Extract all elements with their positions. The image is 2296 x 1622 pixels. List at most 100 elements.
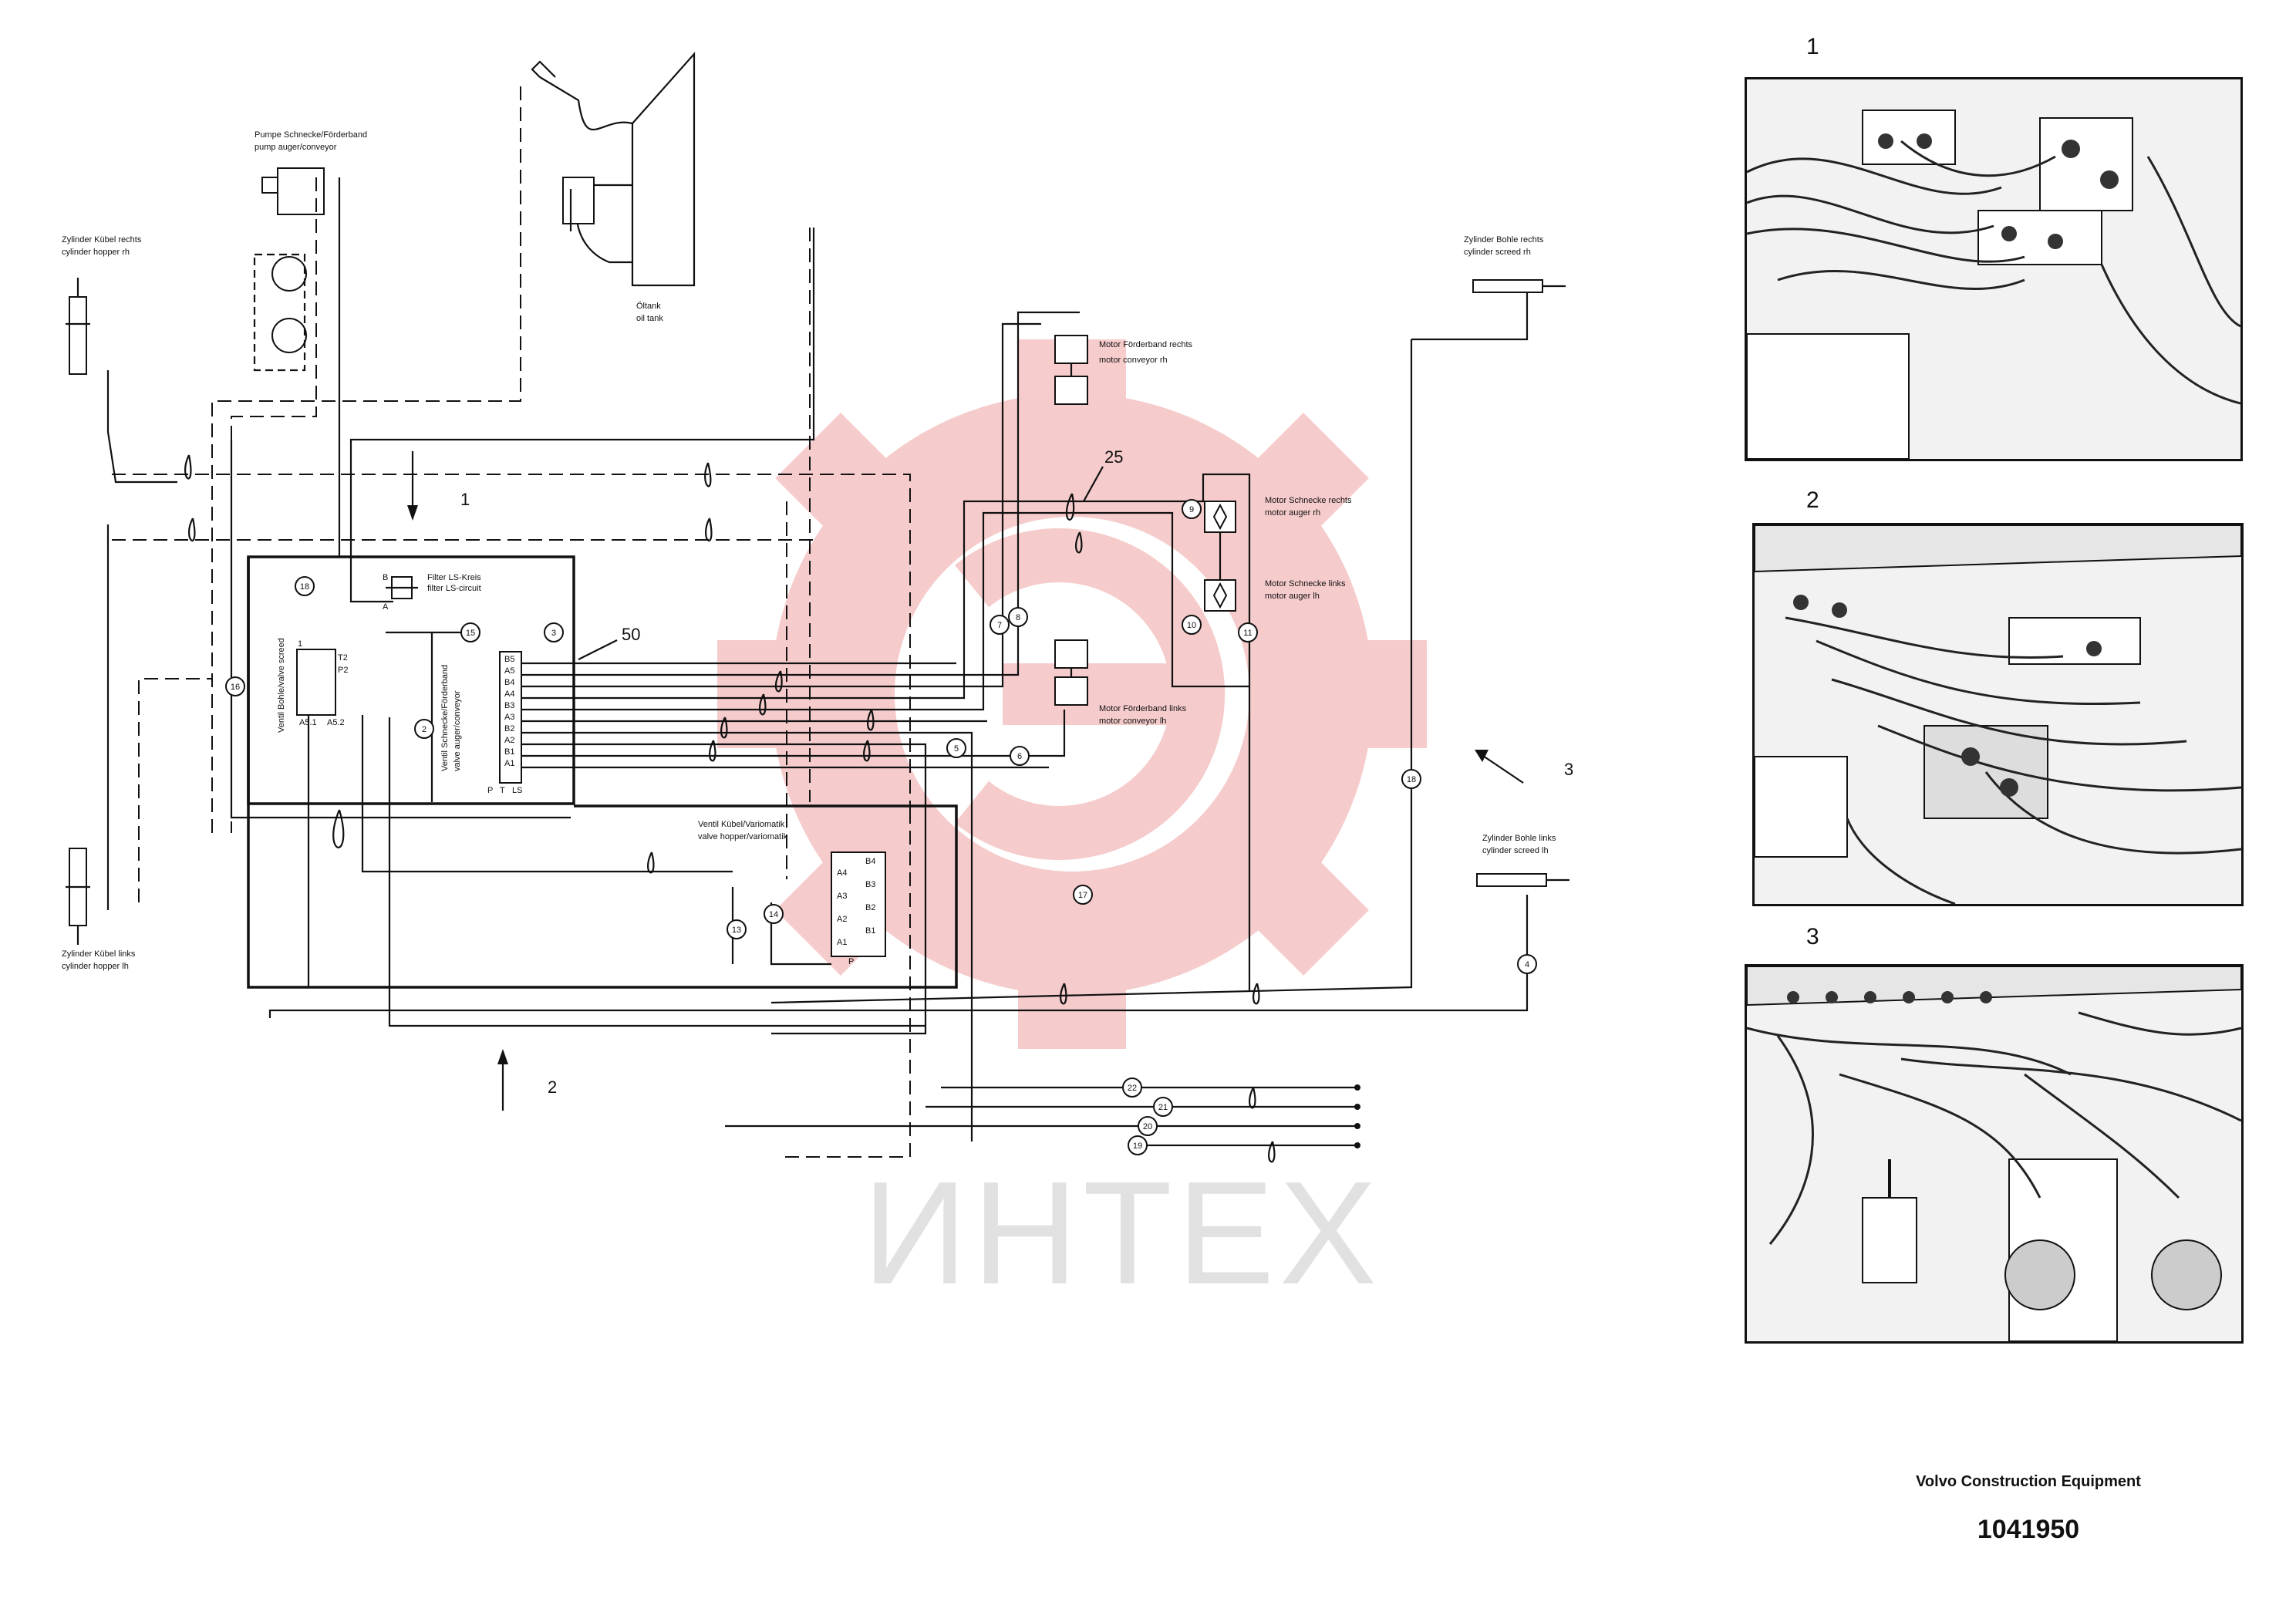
cylinder-hopper-lh	[66, 848, 90, 945]
photo-label-1: 1	[1806, 34, 1819, 59]
photo-label-3: 3	[1806, 924, 1819, 949]
part-number: 1041950	[1977, 1515, 2080, 1544]
port-t2: T2	[338, 653, 348, 663]
svg-text:P: P	[487, 786, 493, 795]
svg-text:A1: A1	[504, 759, 514, 768]
motor-auger-lh	[1204, 532, 1236, 612]
oil-tank-label-en: oil tank	[636, 314, 663, 323]
svg-text:A2: A2	[504, 736, 514, 745]
svg-text:LS: LS	[512, 786, 522, 795]
svg-text:A1: A1	[837, 938, 847, 947]
motor-auger-rh-label-de: Motor Schnecke rechts	[1265, 496, 1352, 505]
callout-1: 1	[460, 490, 470, 509]
svg-text:19: 19	[1133, 1141, 1142, 1151]
cylinder-hopper-rh-label-de: Zylinder Kübel rechts	[62, 235, 142, 244]
valve-hopper-ports: B4 A4 B3 A3 B2 A2 B1 A1 P	[837, 857, 875, 966]
cylinder-screed-rh	[1472, 279, 1566, 293]
photo-label-2: 2	[1806, 487, 1819, 513]
filter-ls	[386, 576, 418, 599]
photo-3	[1745, 964, 2244, 1344]
svg-text:14: 14	[769, 910, 778, 919]
valve-screed-label: Ventil Bohle/valve screed	[277, 638, 286, 733]
motor-conveyor-rh-label-de: Motor Förderband rechts	[1099, 340, 1193, 349]
filter-label-en: filter LS-circuit	[427, 584, 481, 593]
valve-hopper	[831, 851, 886, 957]
svg-text:A5: A5	[504, 666, 514, 676]
motor-conveyor-lh-label-de: Motor Förderband links	[1099, 704, 1187, 713]
svg-text:B4: B4	[865, 857, 875, 866]
svg-text:10: 10	[1187, 621, 1196, 630]
cylinder-screed-lh-label-de: Zylinder Bohle links	[1482, 834, 1556, 843]
valve-hopper-frame	[247, 557, 958, 989]
motor-auger-lh-label-en: motor auger lh	[1265, 592, 1320, 601]
svg-text:18: 18	[1407, 775, 1416, 784]
callout-50: 50	[622, 625, 640, 644]
svg-text:B4: B4	[504, 678, 514, 687]
callout-arrows	[407, 451, 1524, 1111]
photo-1-illustration	[1747, 79, 2240, 459]
callout-3: 3	[1564, 760, 1573, 779]
photo-3-illustration	[1747, 966, 2241, 1341]
port-p2: P2	[338, 666, 348, 675]
oil-tank	[531, 52, 696, 287]
hose-markers	[225, 499, 1537, 1155]
svg-text:B1: B1	[504, 747, 514, 757]
photo-1	[1745, 77, 2243, 461]
svg-text:B2: B2	[504, 724, 514, 733]
cylinder-screed-rh-label-en: cylinder screed rh	[1464, 248, 1531, 257]
svg-text:3: 3	[551, 629, 556, 638]
svg-text:20: 20	[1143, 1122, 1152, 1131]
svg-text:A4: A4	[837, 868, 847, 878]
svg-text:B3: B3	[865, 880, 875, 889]
valve-auger-conveyor-ports: B5 A5 B4 A4 B3 A3 B2 A2 B1 A1 P T LS	[487, 655, 522, 795]
motor-conveyor-lh-label-en: motor conveyor lh	[1099, 717, 1166, 726]
motor-conveyor-rh	[1054, 335, 1088, 405]
valve-hopper-label-de: Ventil Kübel/Variomatik	[698, 820, 785, 829]
svg-text:P: P	[848, 957, 854, 966]
valve-hopper-label-en: valve hopper/variomatik	[698, 832, 788, 841]
cylinder-hopper-lh-label-de: Zylinder Kübel links	[62, 949, 136, 959]
svg-text:B3: B3	[504, 701, 514, 710]
callout-2: 2	[548, 1077, 557, 1097]
svg-text:8: 8	[1016, 613, 1020, 622]
cylinder-hopper-rh-label-en: cylinder hopper rh	[62, 248, 130, 257]
motor-auger-rh-label-en: motor auger rh	[1265, 508, 1320, 518]
pump	[253, 167, 325, 372]
svg-text:2: 2	[422, 725, 426, 734]
filter-label-de: Filter LS-Kreis	[427, 573, 481, 582]
valve-screed	[296, 649, 336, 716]
valve-auger-conveyor-label-de: Ventil Schnecke/Förderband	[440, 665, 450, 771]
watermark-text: ИНТЕХ	[862, 1152, 1382, 1315]
oil-tank-label-de: Öltank	[636, 302, 661, 311]
svg-text:5: 5	[954, 744, 959, 754]
svg-text:17: 17	[1078, 891, 1087, 900]
svg-text:A2: A2	[837, 915, 847, 924]
vendor-name: Volvo Construction Equipment	[1916, 1473, 2141, 1490]
svg-text:15: 15	[466, 629, 475, 638]
pump-label-en: pump auger/conveyor	[255, 143, 337, 152]
svg-text:T: T	[500, 786, 505, 795]
svg-text:B2: B2	[865, 903, 875, 912]
motor-auger-rh	[1204, 501, 1236, 533]
svg-text:B5: B5	[504, 655, 514, 664]
svg-text:4: 4	[1525, 960, 1529, 969]
cylinder-screed-rh-label-de: Zylinder Bohle rechts	[1464, 235, 1544, 244]
svg-text:22: 22	[1128, 1084, 1137, 1093]
valve-auger-conveyor-label-en: valve auger/conveyor	[453, 690, 462, 771]
motor-auger-lh-label-de: Motor Schnecke links	[1265, 579, 1346, 588]
cylinder-screed-lh	[1476, 873, 1569, 887]
photo-2-illustration	[1755, 525, 2241, 904]
svg-text:18: 18	[300, 582, 309, 592]
svg-text:16: 16	[231, 683, 240, 692]
dashed-lines	[112, 86, 911, 1158]
svg-text:13: 13	[732, 926, 741, 935]
callout-25: 25	[1104, 447, 1123, 467]
filter-port-b: B	[383, 573, 388, 582]
svg-text:9: 9	[1189, 505, 1194, 514]
svg-text:A4: A4	[504, 690, 514, 699]
line-end-markers	[1354, 1084, 1360, 1148]
motor-conveyor-rh-label-en: motor conveyor rh	[1099, 356, 1168, 365]
solid-lines	[106, 177, 1529, 1147]
svg-text:11: 11	[1243, 629, 1252, 638]
